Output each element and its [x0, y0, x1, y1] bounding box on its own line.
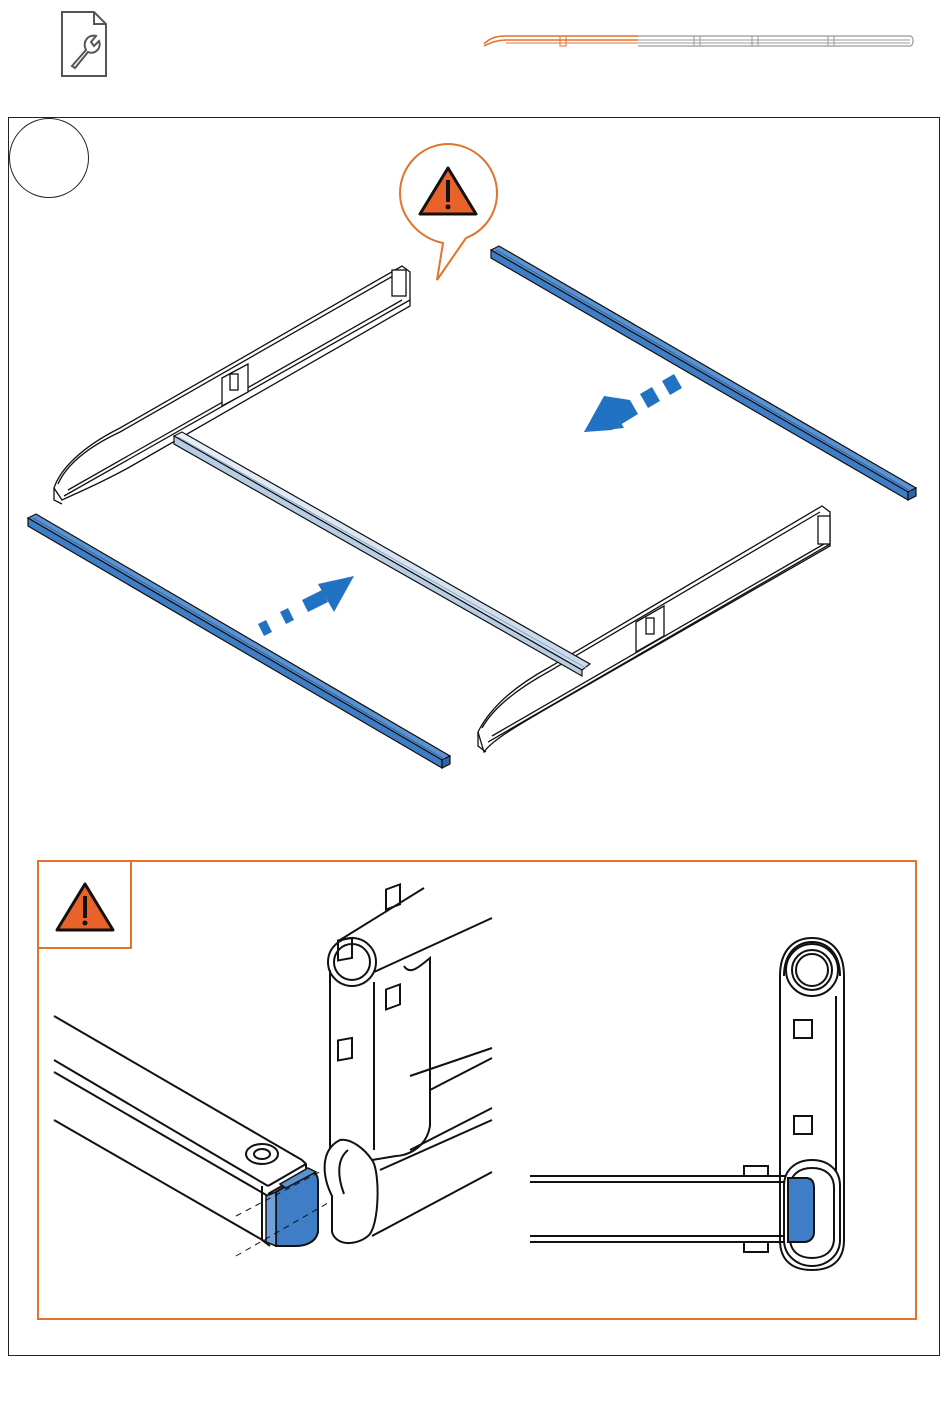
- end-cap-fitted-side-view: [520, 920, 860, 1280]
- insert-arrow-right-bar: [584, 374, 682, 432]
- right-side-rail: [478, 506, 830, 752]
- warning-callout: [400, 144, 497, 280]
- header: [0, 0, 950, 110]
- end-cap-insertion-closeup: [40, 880, 500, 1280]
- assembly-progress-thumbnail-icon: [480, 30, 916, 52]
- blue-cross-bar-right: [491, 246, 916, 500]
- wrench-document-icon: [58, 10, 110, 80]
- frame-assembly-isometric: [0, 117, 950, 817]
- insert-arrow-left-bar: [258, 576, 354, 636]
